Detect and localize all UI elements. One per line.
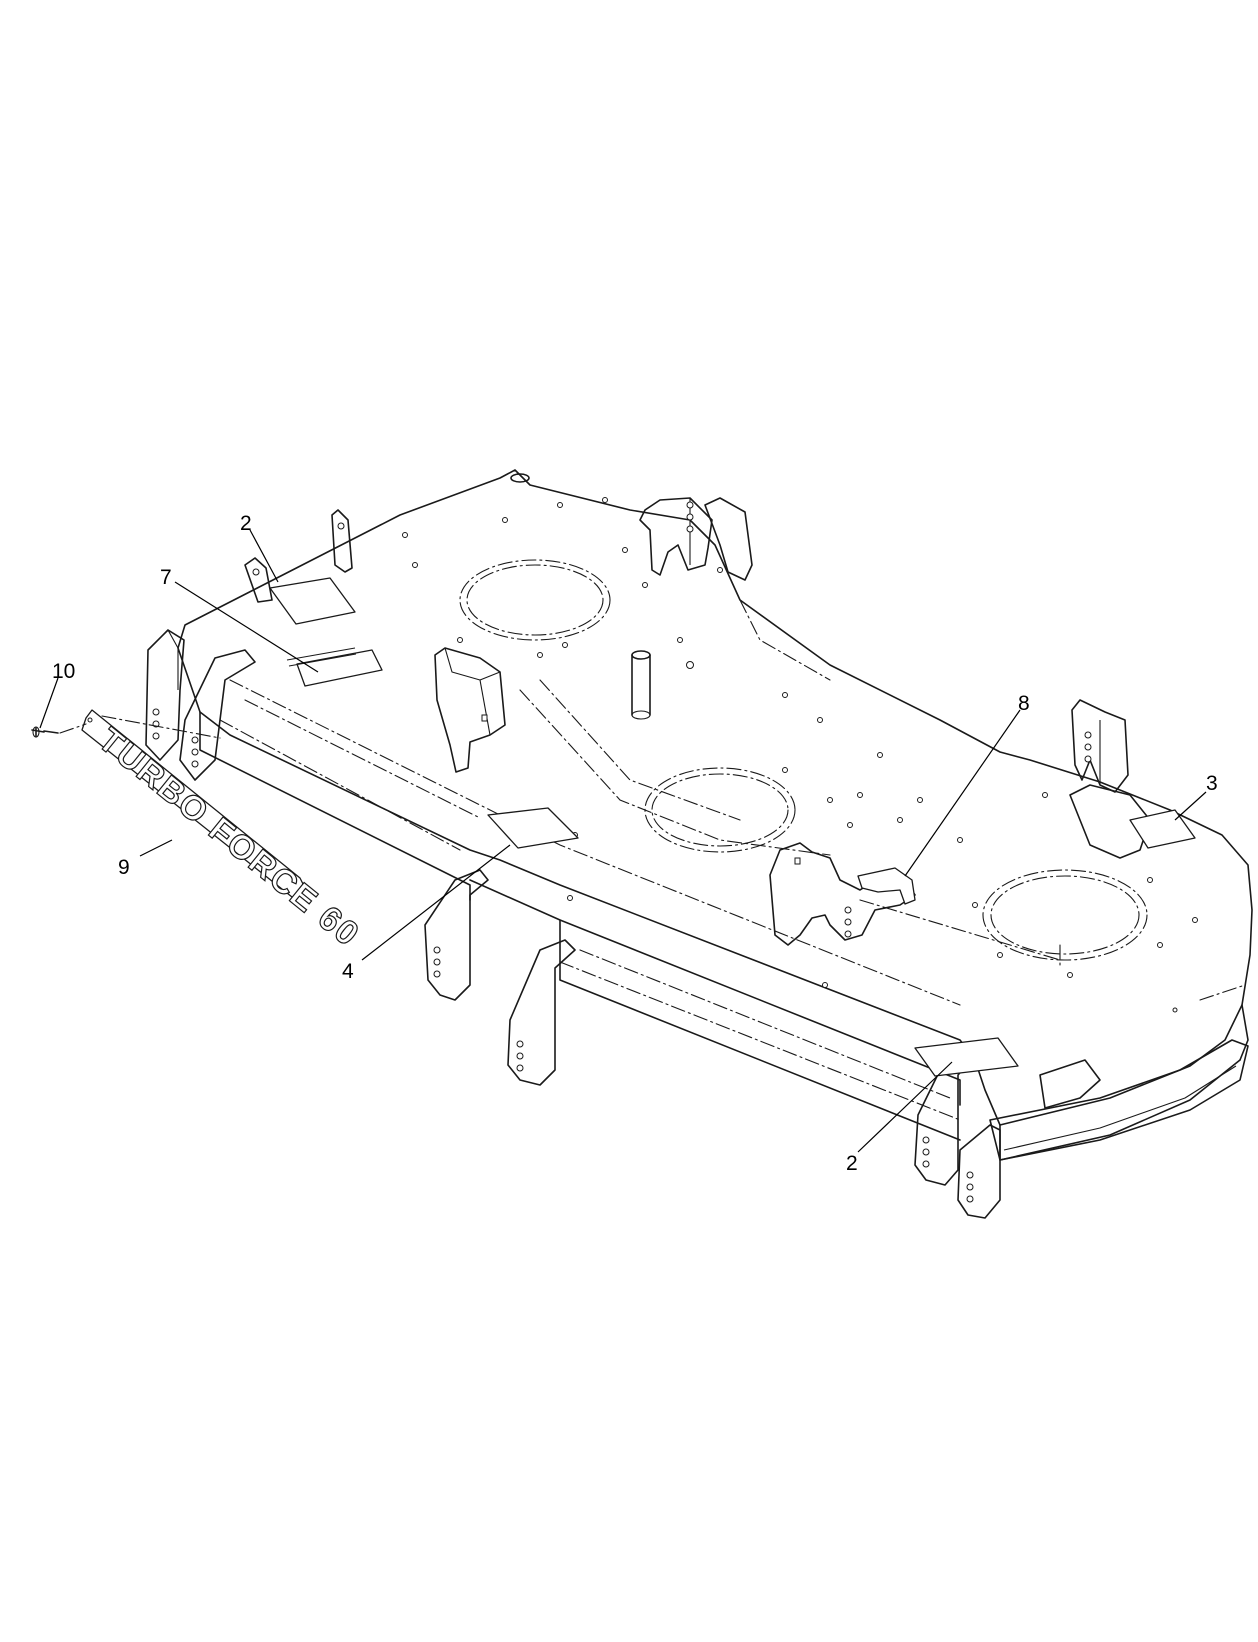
callout-7: 7: [160, 566, 172, 589]
leader-3: [1174, 791, 1207, 821]
decal-2-rear: [269, 577, 356, 625]
callout-4: 4: [342, 960, 354, 983]
leader-2-front: [857, 1061, 953, 1153]
decal-4: [487, 807, 579, 849]
callout-9: 9: [118, 856, 130, 879]
leader-10: [39, 677, 59, 729]
callout-2-front: 2: [846, 1152, 858, 1175]
decal-7: [296, 649, 383, 687]
callout-labels: 10 2 7 9 4 8 3 2: [52, 512, 1218, 1175]
screw: [31, 715, 221, 739]
callout-3: 3: [1206, 772, 1218, 795]
leader-lines: [39, 529, 1207, 1153]
callout-2-rear: 2: [240, 512, 252, 535]
leader-9: [139, 839, 173, 857]
decal-3: [1129, 809, 1196, 849]
decal-2-front: [914, 1037, 1019, 1077]
logo-decal: TURBO FORCE 60: [81, 709, 368, 955]
callout-10: 10: [52, 660, 75, 683]
logo-decal-text: TURBO FORCE 60: [91, 721, 367, 955]
deck-holes: [402, 497, 1198, 1013]
leader-4: [361, 844, 511, 961]
leader-7: [174, 581, 319, 673]
callout-8: 8: [1018, 692, 1030, 715]
decals: [269, 577, 1196, 1077]
leader-2-rear: [249, 529, 279, 583]
mower-deck: [177, 469, 1253, 1161]
leader-8: [904, 709, 1021, 877]
decal-8: [857, 867, 916, 905]
